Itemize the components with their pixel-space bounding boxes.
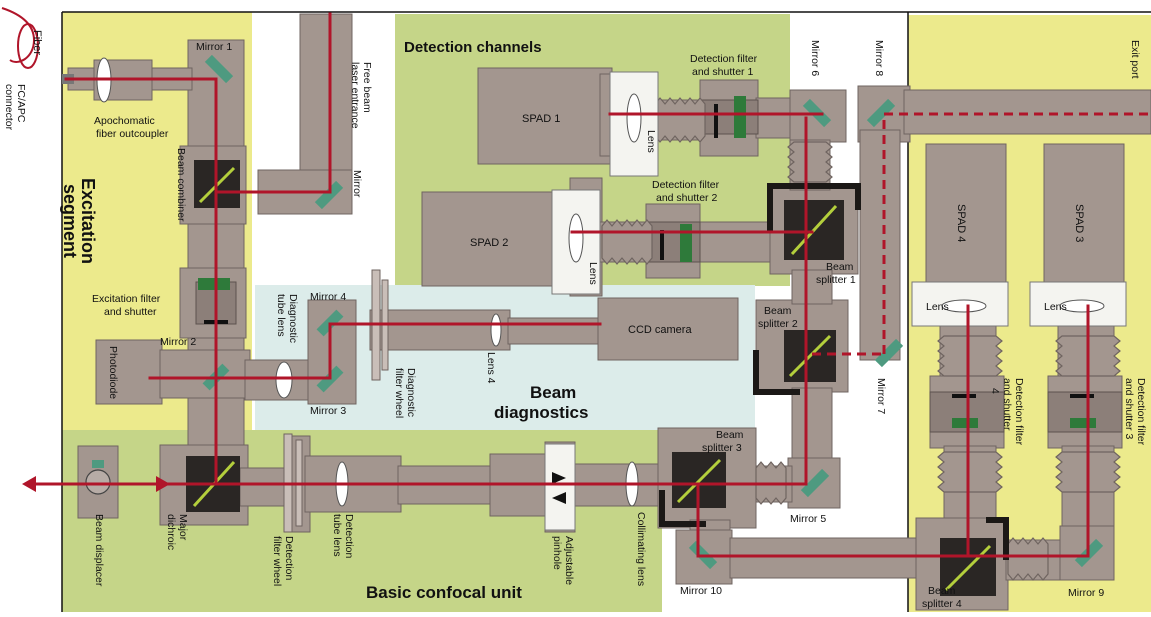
fiber-loop <box>1 7 39 69</box>
diagnostic-tube-label-1: Diagnostic <box>287 294 299 343</box>
excitation-title-2: segment <box>60 184 80 258</box>
detection-wheel-label-2: filter wheel <box>271 536 283 586</box>
lens-4-label: Lens 4 <box>485 352 497 384</box>
det-filter-4-label-3: 4 <box>989 388 1001 394</box>
beam-combiner-label: Beam combiner <box>175 148 187 222</box>
fc-apc-label-1: FC/APC <box>15 84 27 123</box>
diagnostic-wheel-label-1: Diagnostic <box>405 368 417 417</box>
basic-confocal-title: Basic confocal unit <box>366 583 522 602</box>
mirror-2-label: Mirror 2 <box>160 336 196 348</box>
bs3-label-2: splitter 3 <box>702 442 742 454</box>
mirror-6-label: Mirror 6 <box>809 40 821 76</box>
laser-dashed <box>812 112 1151 356</box>
photodiode-label: Photodiode <box>107 346 119 399</box>
excitation-title-1: Excitation <box>78 178 98 264</box>
det-filter-1-label-2: and shutter 1 <box>692 66 753 78</box>
diagnostic-wheel-label-2: filter wheel <box>393 368 405 418</box>
major-dichroic-label-1: Major <box>177 514 189 541</box>
det-filter-3-label-2: and shutter 3 <box>1123 378 1135 439</box>
free-beam-label-2: laser entrance <box>349 62 361 129</box>
beam-displacer-label: Beam displacer <box>93 514 105 587</box>
bs3-label-1: Beam <box>716 429 744 441</box>
lens-spad3-label: Lens <box>1044 301 1067 313</box>
spad-2-label: SPAD 2 <box>470 237 508 249</box>
lens-spad1-label: Lens <box>645 130 657 153</box>
mirror-3-label: Mirror 3 <box>310 405 346 417</box>
spad-4-label: SPAD 4 <box>955 204 967 242</box>
det-filter-2-label-1: Detection filter <box>652 179 720 191</box>
apochromatic-label-2: fiber outcoupler <box>96 128 169 140</box>
mirror-1 <box>204 54 234 84</box>
detection-wheel-label-1: Detection <box>283 536 295 581</box>
apochromatic-label-1: Apochomatic <box>94 115 155 127</box>
bs1-label-2: splitter 1 <box>816 274 856 286</box>
bs4-label-2: splitter 4 <box>922 598 962 610</box>
filter-2 <box>680 224 692 262</box>
beam-diagnostics-title-1: Beam <box>530 383 576 402</box>
cube-frames <box>659 183 1009 560</box>
lens-spad4-label: Lens <box>926 301 949 313</box>
adjustable-label-1: Adjustable <box>563 536 575 585</box>
pinhole <box>552 472 566 504</box>
fiber-label: Fiber <box>31 30 43 55</box>
mirror-free-label: Mirror <box>351 170 363 198</box>
filter-3 <box>1070 418 1096 428</box>
collimating-lens-label: Collimating lens <box>635 512 647 586</box>
det-filter-4-label-2: and shutter <box>1001 378 1013 431</box>
mirror-5-label: Mirror 5 <box>790 513 826 525</box>
filter-4 <box>952 418 978 428</box>
det-filter-2-label-2: and shutter 2 <box>656 192 717 204</box>
major-dichroic-label-2: dichroic <box>165 514 177 550</box>
bs4-label-1: Beam <box>928 585 956 597</box>
det-filter-3-label-1: Detection filter <box>1135 378 1147 446</box>
spad-1-label: SPAD 1 <box>522 113 560 125</box>
detection-tube-label-1: Detection <box>343 514 355 559</box>
lenses <box>96 57 1105 507</box>
exit-port-label: Exit port <box>1129 40 1141 79</box>
excitation-filter-label-1: Excitation filter <box>92 293 161 305</box>
mirror-7-label: Mirror 7 <box>875 378 887 414</box>
det-filter-1-label-1: Detection filter <box>690 53 758 65</box>
mirror-8-label: Mirror 8 <box>873 40 885 76</box>
free-beam-label-1: Free beam <box>361 62 373 113</box>
bs2-label-2: splitter 2 <box>758 318 798 330</box>
lens-spad1 <box>626 93 642 143</box>
mirror-4-label: Mirror 4 <box>310 291 346 303</box>
detection-channels-title: Detection channels <box>404 39 542 56</box>
bs1-label-1: Beam <box>826 261 854 273</box>
diagnostic-tube-lens <box>275 361 293 399</box>
bs2-label-1: Beam <box>764 305 792 317</box>
mirror-9-label: Mirror 9 <box>1068 587 1104 599</box>
filter-1 <box>734 96 746 138</box>
spad-3-label: SPAD 3 <box>1073 204 1085 242</box>
panel-titles: Detection channels Beam diagnostics Basi… <box>60 39 588 602</box>
fc-apc-label-2: connector <box>3 84 15 131</box>
mirror-10-label: Mirror 10 <box>680 585 722 597</box>
top-right-strip <box>908 12 1151 15</box>
component-labels: Fiber FC/APC connector Mirror 1 Apochoma… <box>3 30 1147 610</box>
lens-spad2-label: Lens <box>587 262 599 285</box>
mirror-1-label: Mirror 1 <box>196 41 232 53</box>
lens-spad3 <box>1059 299 1105 313</box>
excitation-filter <box>198 278 230 290</box>
excitation-filter-label-2: and shutter <box>104 306 157 318</box>
mirror-free <box>314 180 344 210</box>
beam-diagnostics-title-2: diagnostics <box>494 403 588 422</box>
beam-displacer-device <box>85 460 111 495</box>
det-filter-4-label-1: Detection filter <box>1013 378 1025 446</box>
lens-spad4 <box>941 299 987 313</box>
arrow-heads <box>22 476 170 492</box>
mirror-8 <box>866 98 896 128</box>
adjustable-label-2: pinhole <box>551 536 563 570</box>
ccd-camera-label: CCD camera <box>628 324 692 336</box>
lens-4 <box>490 313 502 347</box>
mirror-7 <box>874 338 904 368</box>
lens-spad2 <box>568 213 584 263</box>
mirror-5 <box>800 468 830 498</box>
diagnostic-tube-label-2: tube lens <box>275 294 287 337</box>
detection-tube-label-2: tube lens <box>331 514 343 557</box>
